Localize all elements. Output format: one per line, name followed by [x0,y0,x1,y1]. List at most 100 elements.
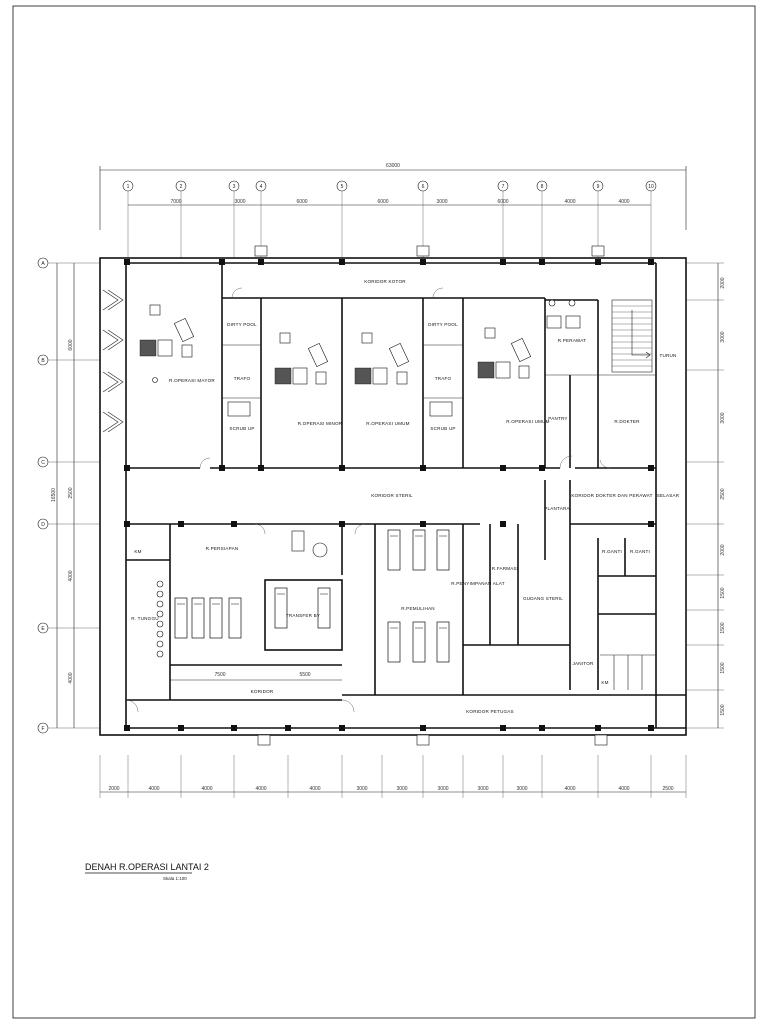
grid-col-10: 10 [648,184,654,190]
or-equipment-minor [274,332,329,385]
label-dirty-pool-1: DIRTY POOL [227,322,257,327]
interior-dim-a: 7500 [214,672,225,678]
svg-text:3000: 3000 [477,786,488,792]
svg-text:7000: 7000 [170,199,181,205]
bed [274,587,288,629]
label-op-umum-2: R.OPERASI UMUM [506,419,549,424]
grid-col-2: 2 [180,184,183,190]
room-labels: KORIDOR KOTOR R.OPERASI MAYOR R.OPERASI … [131,279,679,714]
drawing-scale: Skala 1:100 [163,876,187,881]
label-trafo-1: TRAFO [234,376,251,381]
label-gudang: GUDANG STERIL [523,596,563,601]
label-koridor: KORIDOR [251,689,274,694]
svg-text:6000: 6000 [68,339,74,350]
grid-row-a: A [41,261,45,267]
svg-text:3000: 3000 [516,786,527,792]
nurse-station-fixtures [546,299,581,329]
grid-col-3: 3 [233,184,236,190]
svg-text:2000: 2000 [720,277,726,288]
grid-row-c: C [41,460,45,466]
grid-row-b: B [41,358,45,364]
svg-text:3000: 3000 [396,786,407,792]
bottom-dimension-chain: 2000 4000 4000 4000 4000 3000 3000 3000 … [99,755,687,798]
label-persiapan: R.PERSIAPAN [206,546,239,551]
svg-text:6000: 6000 [497,199,508,205]
svg-text:2500: 2500 [68,487,74,498]
or-equipment-umum-1 [354,332,410,385]
top-dimension-chain: 7000 3000 6000 6000 3000 6000 4000 4000 [127,191,652,258]
svg-text:6000: 6000 [296,199,307,205]
label-pemulihan: R.PEMULIHAN [401,606,435,611]
entry-ramp-chevrons [102,289,124,433]
left-total-dim: 16500 [51,488,57,502]
drawing-title: DENAH R.OPERASI LANTAI 2 [85,862,209,872]
right-dimension-chain: 2000 3000 3000 2500 2000 1500 1500 1500 … [686,262,726,729]
svg-text:2500: 2500 [662,786,673,792]
label-trafo-2: TRAFO [435,376,452,381]
grid-rows-left: A B C D E F 16500 6000 2500 4000 4000 [37,257,100,734]
label-dokter: R.DOKTER [614,419,640,424]
bed [412,621,426,663]
svg-text:2500: 2500 [720,488,726,499]
svg-text:4000: 4000 [618,199,629,205]
label-op-minor: R.OPERASI MINOR [298,421,343,426]
bed [412,529,426,571]
svg-text:3000: 3000 [356,786,367,792]
svg-text:4000: 4000 [68,672,74,683]
svg-text:4000: 4000 [148,786,159,792]
grid-col-9: 9 [597,184,600,190]
svg-text:3000: 3000 [436,199,447,205]
label-plantara: PLANTARA [544,506,570,511]
label-koridor-kotor: KORIDOR KOTOR [364,279,406,284]
label-turun: TURUN [659,353,676,358]
grid-col-5: 5 [341,184,344,190]
structural-columns [124,245,654,746]
svg-text:4000: 4000 [309,786,320,792]
or-equipment-umum-2 [477,327,532,379]
grid-col-8: 8 [541,184,544,190]
label-r-ganti-2: R.GANTI [630,549,650,554]
sheet-border [12,5,756,1019]
or-equipment-mayor [139,304,195,383]
label-koridor-dokter: KORIDOR DOKTER DAN PERAWAT [571,493,652,498]
bed [209,597,223,639]
label-km-2: KM [601,680,608,685]
svg-text:3000: 3000 [720,412,726,423]
grid-columns-top: 1 2 3 4 5 6 7 8 9 10 [122,180,657,192]
bed [387,529,401,571]
label-penyimpanan: R.PENYIMPANAN ALAT [451,581,504,586]
grid-row-d: D [41,522,45,528]
svg-text:2000: 2000 [108,786,119,792]
waiting-chairs [156,580,164,658]
drawing-title-block: DENAH R.OPERASI LANTAI 2 Skala 1:100 [85,862,209,881]
label-op-umum-1: R.OPERASI UMUM [366,421,409,426]
label-tunggu: R. TUNGGU [131,616,159,621]
svg-text:4000: 4000 [68,570,74,581]
bed [436,621,450,663]
label-farmasi: R.FARMASI [492,566,519,571]
bed [228,597,242,639]
svg-text:1500: 1500 [720,587,726,598]
building-walls [99,257,687,736]
label-scrub-1: SCRUB UP [229,426,254,431]
svg-text:6000: 6000 [377,199,388,205]
svg-text:3000: 3000 [234,199,245,205]
label-op-mayor: R.OPERASI MAYOR [169,378,215,383]
bed [317,587,331,629]
bed [174,597,188,639]
grid-col-7: 7 [502,184,505,190]
svg-text:4000: 4000 [255,786,266,792]
svg-text:1500: 1500 [720,622,726,633]
grid-row-f: F [41,726,44,732]
grid-col-6: 6 [422,184,425,190]
label-scrub-2: SCRUB UP [430,426,455,431]
label-dirty-pool-2: DIRTY POOL [428,322,458,327]
scrub-sinks [227,401,453,417]
grid-col-4: 4 [260,184,263,190]
label-pantry: PANTRY [548,416,567,421]
label-transfer: TRANSFER BY [286,613,320,618]
grid-col-1: 1 [127,184,130,190]
label-perawat: R.PERAWAT [558,338,586,343]
label-r-ganti-1: R.GANTI [602,549,622,554]
